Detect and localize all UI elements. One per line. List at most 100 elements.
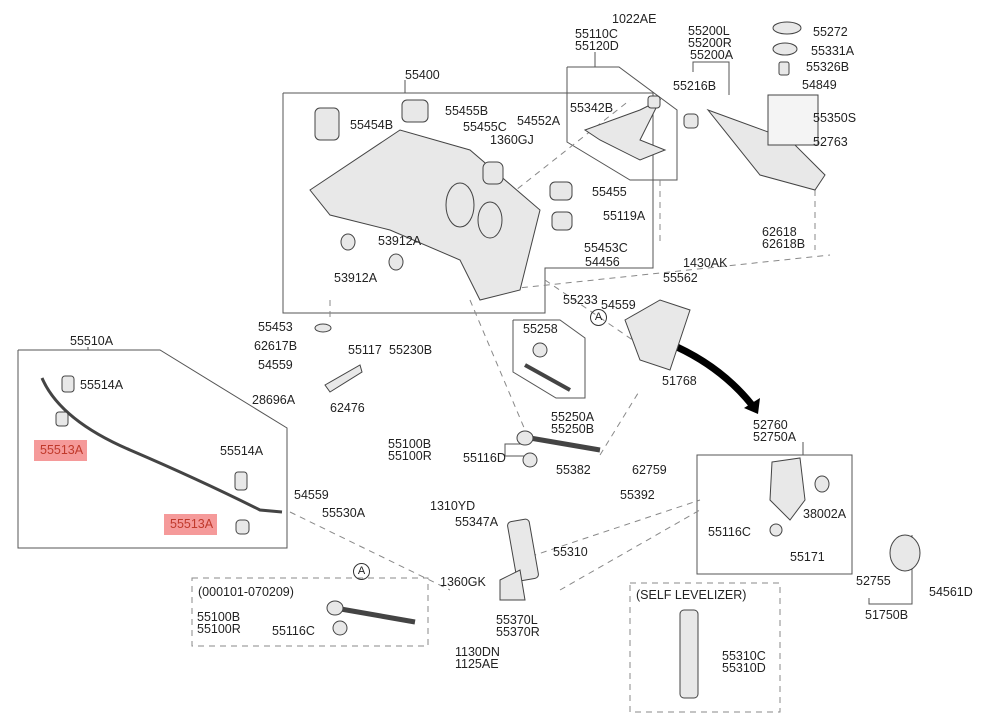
part-label-55310[interactable]: 55310 [553,545,588,559]
part-label-55116D[interactable]: 55116D [463,451,506,465]
part-label-55382[interactable]: 55382 [556,463,591,477]
part-label-55350S[interactable]: 55350S [813,111,857,125]
part-label-55453C[interactable]: 55453C [584,241,628,255]
part-label-55514A[interactable]: 55514A [80,378,124,392]
part-label-55200R[interactable]: 55200R [688,36,732,50]
part-label-55370L[interactable]: 55370L [496,613,538,627]
upper-control-arm [583,98,667,161]
part-label-54559[interactable]: 54559 [258,358,293,372]
part-label-55455[interactable]: 55455 [592,185,627,199]
part-label-53912A[interactable]: 53912A [378,234,422,248]
part-label-54559[interactable]: 54559 [601,298,636,312]
part-label-55100B[interactable]: 55100B [388,437,432,451]
part-label-1430AK[interactable]: 1430AK [683,256,728,270]
part-label-55272[interactable]: 55272 [813,25,848,39]
upper-arm-group-box [566,66,678,181]
part-label-55453[interactable]: 55453 [258,320,293,334]
part-label-1125AE[interactable]: 1125AE [455,657,499,671]
self-levelizer-shock [679,609,699,699]
part-label-51768[interactable]: 51768 [662,374,697,388]
part-label-55200L[interactable]: 55200L [688,24,730,38]
bushing-55455B [401,99,429,123]
part-label-62759[interactable]: 62759 [632,463,667,477]
part-label-55392[interactable]: 55392 [620,488,655,502]
part-label-55455B[interactable]: 55455B [445,104,489,118]
bushing-55455C [482,161,504,185]
part-label-55513A-highlighted[interactable]: 55513A [164,514,218,535]
part-label-55310D[interactable]: 55310D [722,661,766,675]
coil-spring [767,94,819,146]
part-label-55250B[interactable]: 55250B [551,422,595,436]
part-label-55100B[interactable]: 55100B [197,610,241,624]
part-label-55258[interactable]: 55258 [523,322,558,336]
part-label-55310C[interactable]: 55310C [722,649,766,663]
hub-bearing [889,534,921,572]
knuckle-group-box [696,454,853,575]
part-label-54552A[interactable]: 54552A [517,114,561,128]
part-label-1130DN[interactable]: 1130DN [455,645,500,659]
knuckle-part [624,299,691,371]
part-label-55120D[interactable]: 55120D [575,39,619,53]
part-label-53912A[interactable]: 53912A [334,271,378,285]
reference-marker-a: A [590,309,607,326]
part-label-55562[interactable]: 55562 [663,271,698,285]
stabilizer-group-box [17,349,288,549]
part-label-55513A-highlighted[interactable]: 55513A [34,440,88,461]
part-label-62476[interactable]: 62476 [330,401,365,415]
part-label-55510A[interactable]: 55510A [70,334,114,348]
part-label-55233[interactable]: 55233 [563,293,598,307]
part-label-62617B[interactable]: 62617B [254,339,298,353]
part-label-55331A[interactable]: 55331A [811,44,855,58]
part-label-55171[interactable]: 55171 [790,550,825,564]
part-label-28696A[interactable]: 28696A [252,393,296,407]
part-label-52750A[interactable]: 52750A [753,430,797,444]
bushing-55454B [314,107,340,141]
knuckle-52760 [769,457,806,521]
part-label-55326B[interactable]: 55326B [806,60,850,74]
part-label-55110C[interactable]: 55110C [575,27,618,41]
part-label-51750B[interactable]: 51750B [865,608,909,622]
part-label-1310YD[interactable]: 1310YD [430,499,476,513]
part-label-55119A[interactable]: 55119A [603,209,646,223]
part-label-54559[interactable]: 54559 [294,488,329,502]
part-label-55250A[interactable]: 55250A [551,410,595,424]
shock-absorber [507,518,539,582]
part-label-55347A[interactable]: 55347A [455,515,499,529]
part-label-55230B[interactable]: 55230B [389,343,433,357]
part-label-54456[interactable]: 54456 [585,255,620,269]
part-label-1022AE[interactable]: 1022AE [612,12,657,26]
part-label-55455C[interactable]: 55455C [463,120,507,134]
direction-arrow [666,339,755,408]
part-label-52755[interactable]: 52755 [856,574,891,588]
part-label-55117[interactable]: 55117 [348,343,382,357]
part-label-55370R[interactable]: 55370R [496,625,540,639]
part-label-38002A[interactable]: 38002A [803,507,847,521]
legacy-date-range-label: (000101-070209) [198,585,294,599]
link-group-box [512,319,586,399]
part-label-55116C[interactable]: 55116C [708,525,751,539]
part-label-55342B[interactable]: 55342B [570,101,614,115]
part-label-1360GK[interactable]: 1360GK [440,575,486,589]
part-label-62618[interactable]: 62618 [762,225,797,239]
part-label-55116C[interactable]: 55116C [272,624,315,638]
subframe-group-box [282,92,654,314]
stabilizer-bar [40,377,283,514]
self-levelizer-dashed-box [629,582,781,713]
part-label-52760[interactable]: 52760 [753,418,788,432]
part-label-52763[interactable]: 52763 [813,135,848,149]
part-label-55100R[interactable]: 55100R [197,622,241,636]
part-label-62618B[interactable]: 62618B [762,237,806,251]
part-label-55400[interactable]: 55400 [405,68,440,82]
part-label-55100R[interactable]: 55100R [388,449,432,463]
part-label-55200A[interactable]: 55200A [690,48,734,62]
part-label-54849[interactable]: 54849 [802,78,837,92]
bushing-55455 [549,181,573,201]
part-label-55530A[interactable]: 55530A [322,506,366,520]
part-label-55216B[interactable]: 55216B [673,79,717,93]
part-label-54561D[interactable]: 54561D [929,585,973,599]
part-label-1360GJ[interactable]: 1360GJ [490,133,534,147]
part-label-55454B[interactable]: 55454B [350,118,394,132]
part-label-55514A[interactable]: 55514A [220,444,264,458]
self-levelizer-label: (SELF LEVELIZER) [636,588,747,602]
